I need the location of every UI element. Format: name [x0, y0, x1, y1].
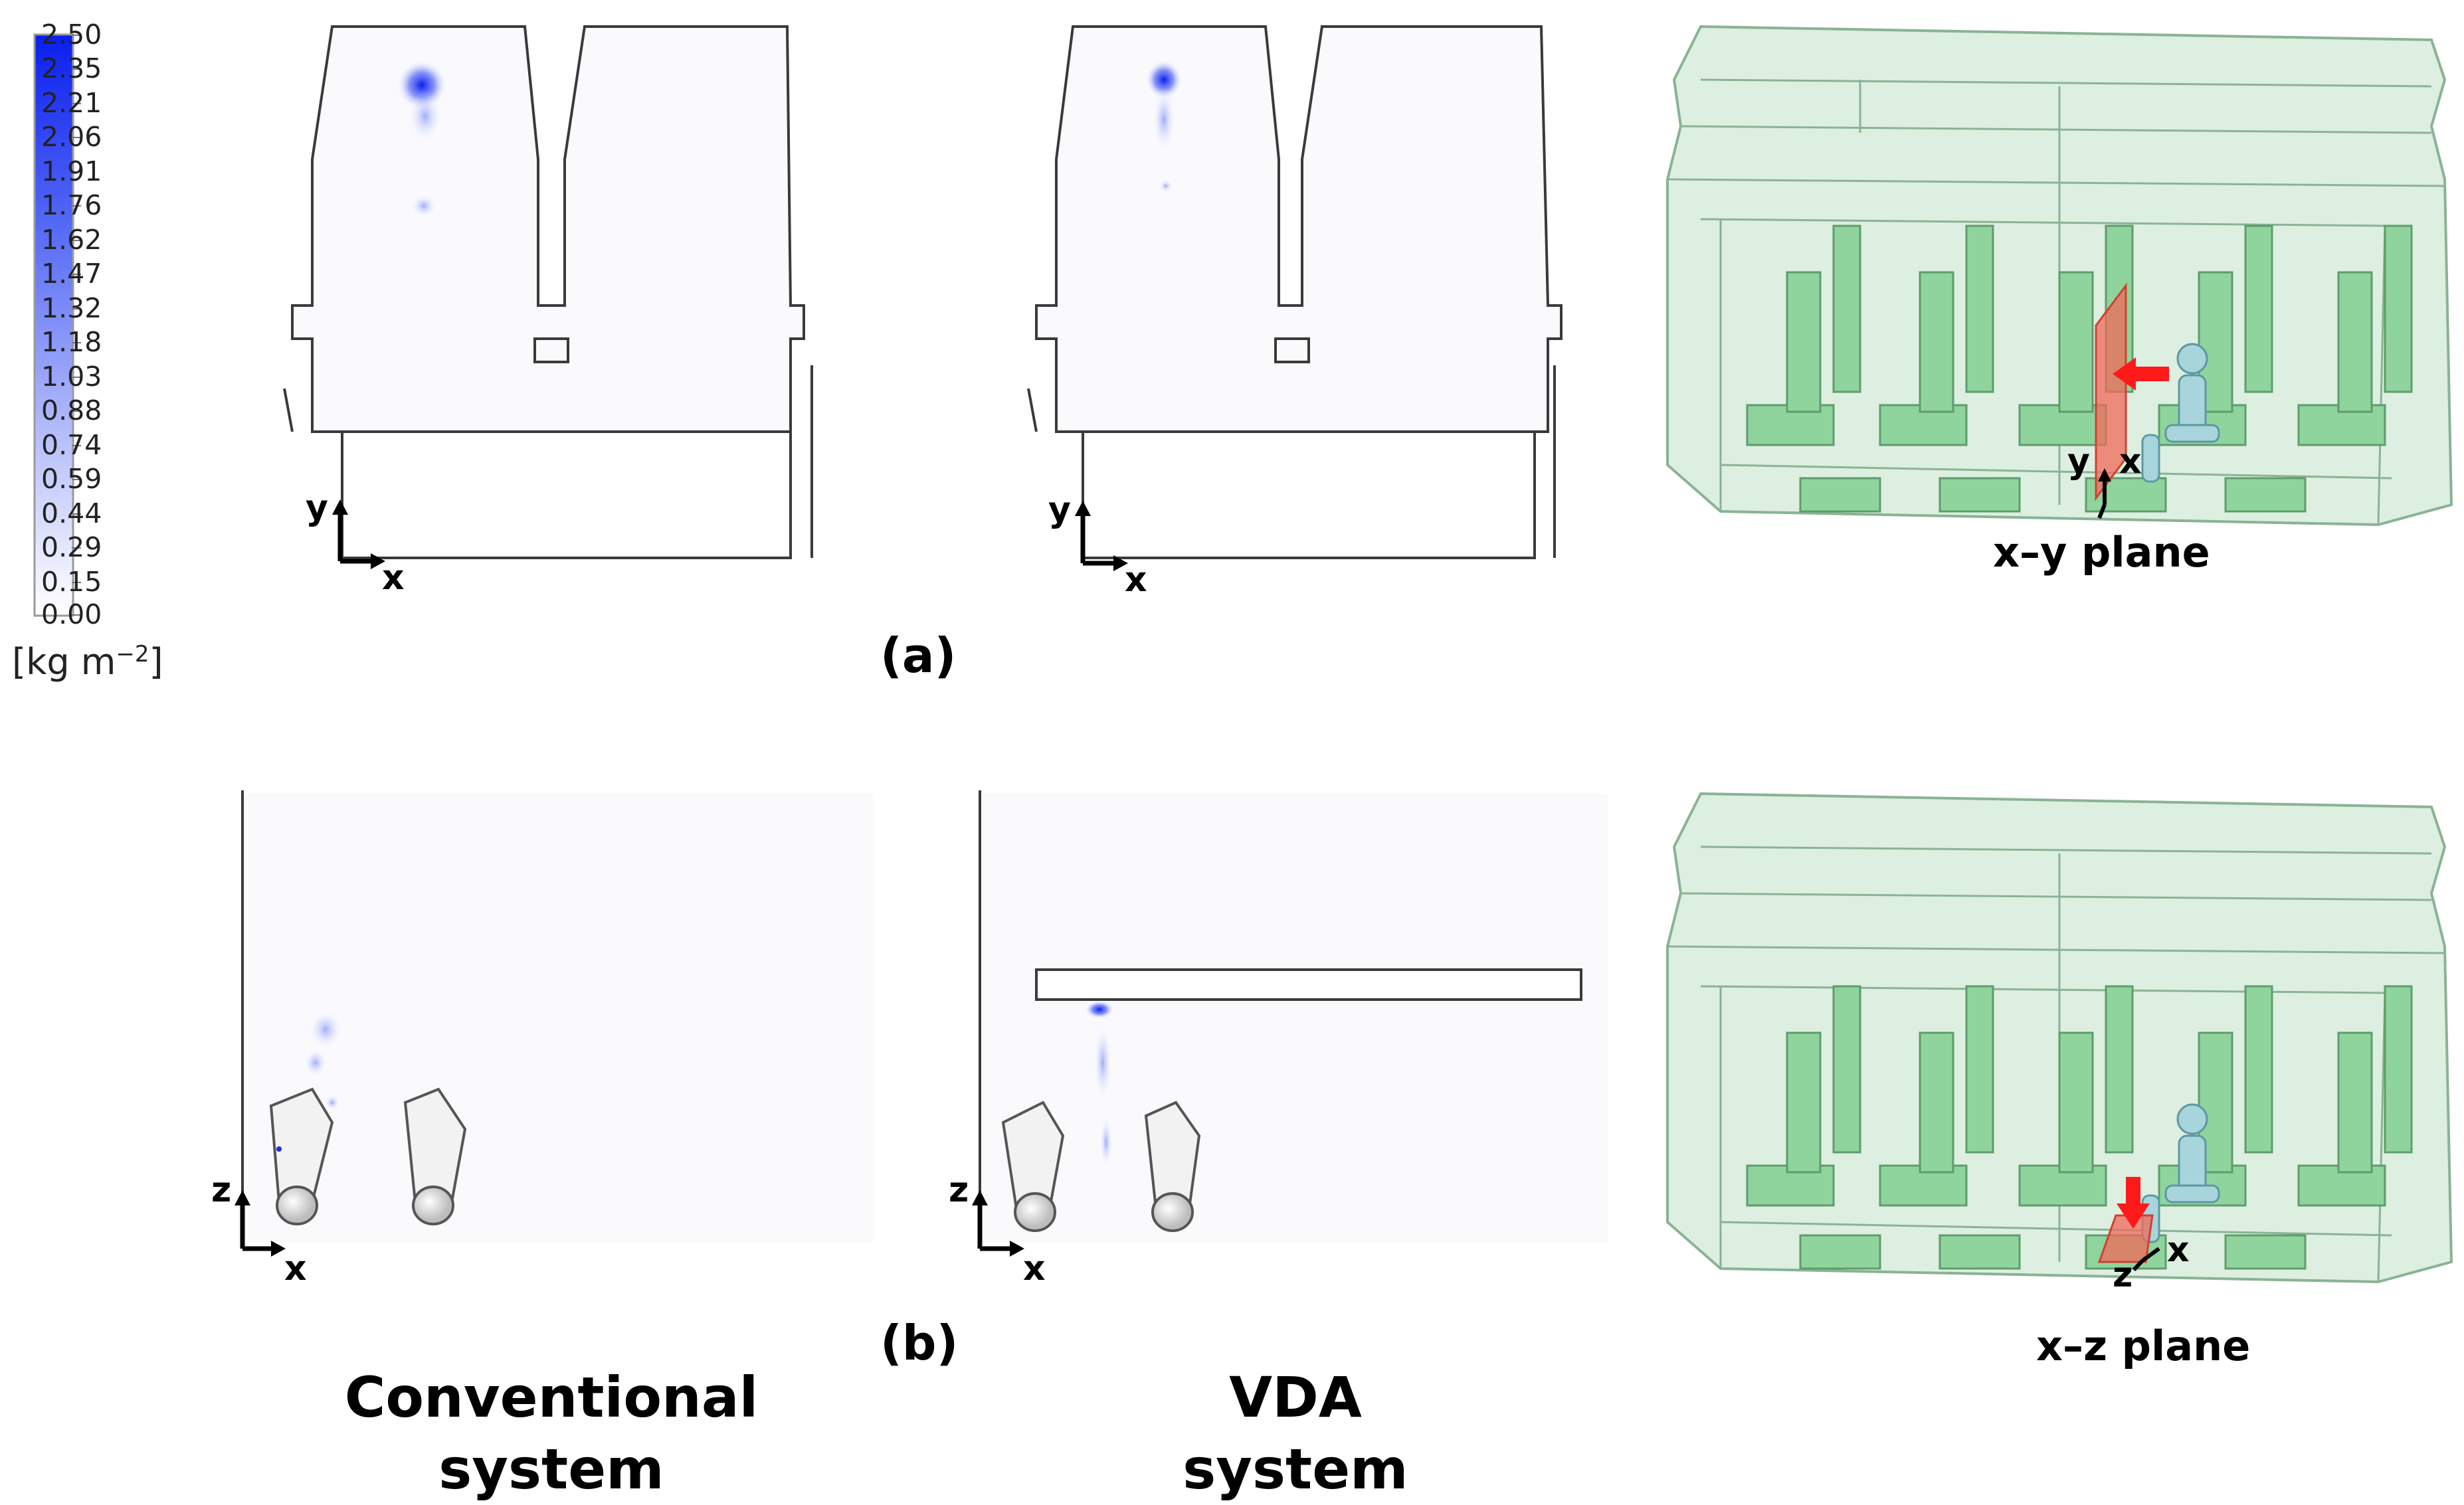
colorbar-tick: 2.21: [41, 87, 102, 119]
plane-marker-xy: [2095, 282, 2127, 501]
colorbar-tick: 0.00: [41, 598, 102, 630]
axis-label-z: z: [949, 1170, 969, 1210]
plane-label-xy: x–y plane: [1993, 528, 2210, 576]
column-title-conventional: Conventional system: [319, 1362, 784, 1505]
cabin-3d-b: [1666, 792, 2453, 1284]
colorbar-tick: 1.18: [41, 326, 102, 358]
slice-b-vda: [979, 790, 1608, 1242]
axis-label-y: y: [1048, 490, 1071, 530]
concentration-blob-weak: [411, 194, 437, 218]
colorbar-tick: 2.50: [41, 19, 102, 50]
slice-a-conventional: [283, 25, 813, 559]
axis-label-y: y: [306, 488, 328, 528]
colorbar-tick: 0.88: [41, 395, 102, 426]
colorbar-tick-marks: [72, 35, 81, 616]
column-title-line: Conventional: [344, 1365, 759, 1430]
red-arrow-b: [2117, 1177, 2150, 1229]
axis-label-z: z: [211, 1170, 232, 1210]
colorbar-unit-suffix: ]: [149, 641, 163, 683]
colorbar-gradient: [33, 33, 74, 617]
axis-arrows-a-conv: [332, 499, 385, 569]
slice-a-vda: [1027, 25, 1563, 559]
axis-arrows-a-vda: [1075, 501, 1128, 571]
column-title-line: system: [438, 1437, 664, 1502]
axis-label-y: y: [2067, 442, 2090, 482]
axis-label-x: x: [2167, 1230, 2190, 1270]
colorbar-unit: [kg m−2]: [12, 641, 163, 683]
axis-arrows-b-vda: [972, 1190, 1024, 1257]
cabin-3d-a: [1666, 25, 2453, 527]
colorbar-tick: 0.74: [41, 429, 102, 461]
concentration-plume: [1152, 86, 1176, 153]
colorbar-tick: 1.03: [41, 361, 102, 393]
plane-marker-xz: [2097, 1214, 2154, 1263]
red-arrow-a: [2113, 357, 2169, 391]
colorbar-tick: 1.62: [41, 224, 102, 256]
colorbar-unit-prefix: [kg m: [12, 641, 116, 683]
column-title-line: system: [1183, 1437, 1408, 1502]
concentration-blob-strong: [1145, 60, 1183, 100]
colorbar-tick: 1.91: [41, 155, 102, 187]
plane-label-xz: x–z plane: [2036, 1322, 2251, 1370]
colorbar-tick: 2.06: [41, 121, 102, 153]
axis-label-z: z: [2113, 1255, 2133, 1295]
column-title-line: VDA: [1229, 1365, 1362, 1430]
colorbar-tick: 1.32: [41, 292, 102, 324]
concentration-plume: [408, 90, 442, 143]
colorbar-tick: 1.47: [41, 258, 102, 290]
colorbar-unit-exponent: −2: [116, 641, 149, 667]
panel-label-b: (b): [880, 1315, 959, 1371]
axis-arrows-b-conv: [235, 1190, 286, 1257]
axis-label-x: x: [1125, 560, 1147, 600]
colorbar-tick: 0.59: [41, 463, 102, 495]
axis-label-x: x: [382, 558, 405, 598]
colorbar-tick: 1.76: [41, 189, 102, 221]
colorbar-tick: 2.35: [41, 52, 102, 84]
colorbar-tick: 0.29: [41, 531, 102, 563]
concentration-blob-weak: [1159, 179, 1173, 193]
panel-label-a: (a): [880, 628, 957, 683]
colorbar-tick: 0.15: [41, 566, 102, 598]
colorbar-tick: 0.44: [41, 497, 102, 529]
axis-label-x: x: [1023, 1249, 1046, 1288]
slice-b-conventional: [241, 790, 874, 1242]
column-title-vda: VDA system: [1063, 1362, 1528, 1505]
axis-label-x: x: [284, 1249, 307, 1288]
axis-label-x: x: [2119, 442, 2142, 482]
